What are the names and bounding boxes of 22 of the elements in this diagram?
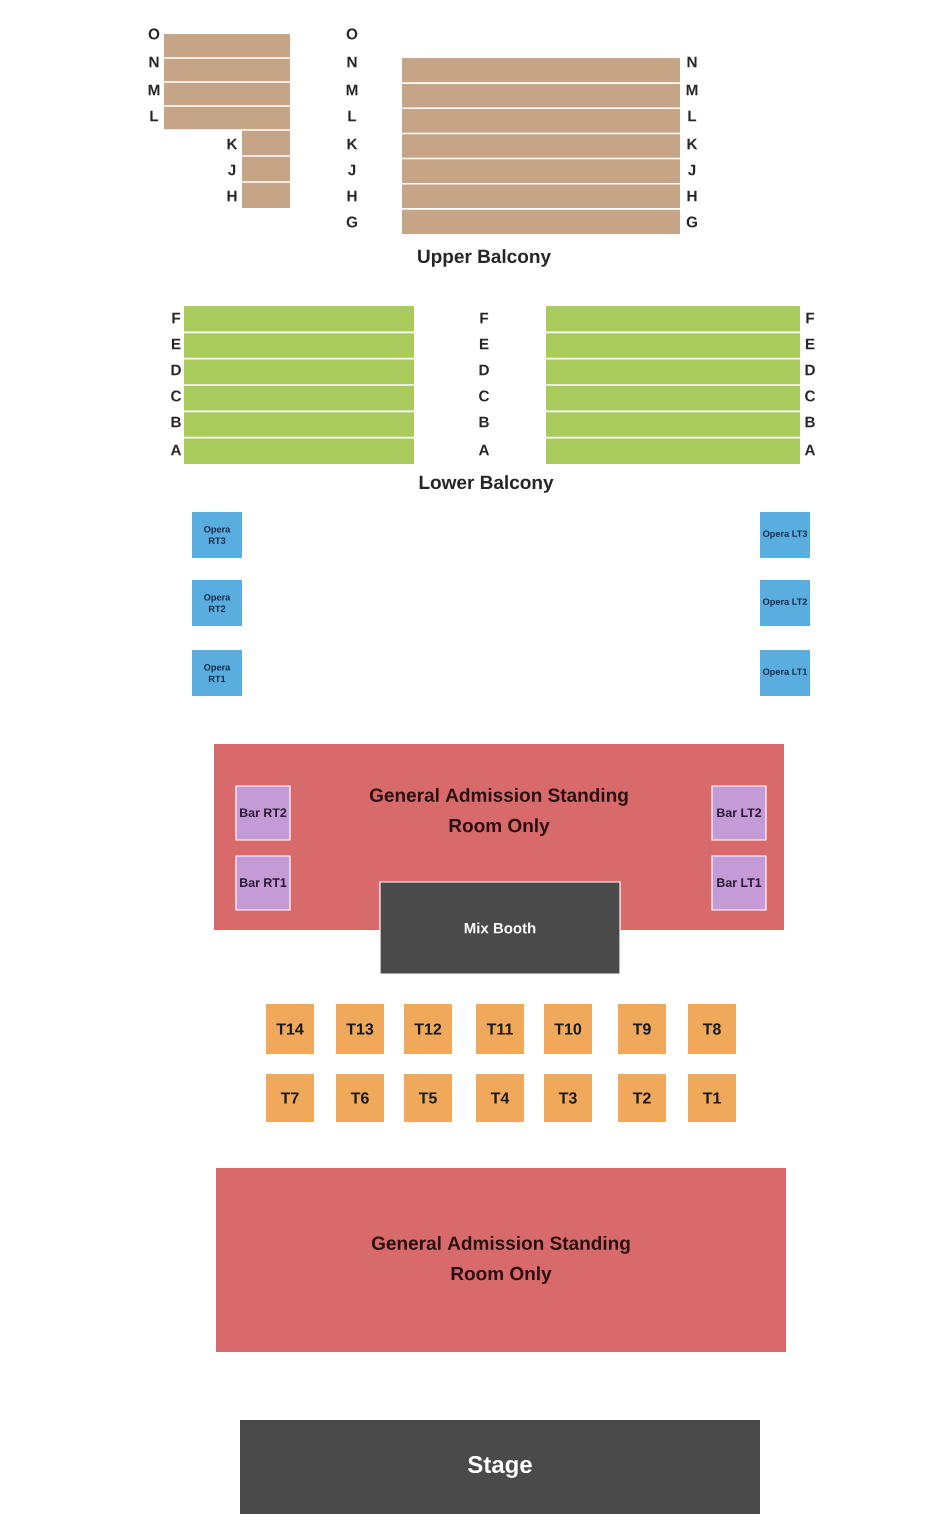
standing-area: General Admission Standing Room Only: [216, 1168, 786, 1352]
table-box: T5: [404, 1074, 452, 1122]
table-box: T12: [404, 1004, 452, 1054]
seating-block: [183, 306, 415, 464]
table-box: T7: [266, 1074, 314, 1122]
section-heading: Upper Balcony: [418, 249, 551, 267]
table-box: T1: [688, 1074, 736, 1122]
table-box: T8: [688, 1004, 736, 1054]
table-box: T3: [544, 1074, 592, 1122]
stage: Stage: [240, 1420, 760, 1514]
section-heading: Lower Balcony: [419, 475, 554, 493]
table-box: T4: [476, 1074, 524, 1122]
table-box: T13: [336, 1004, 384, 1054]
seating-block: [545, 306, 801, 464]
seating-block: [401, 58, 681, 234]
table-box: T9: [618, 1004, 666, 1054]
table-box: T2: [618, 1074, 666, 1122]
table-box: T6: [336, 1074, 384, 1122]
table-box: T14: [266, 1004, 314, 1054]
table-box: T10: [544, 1004, 592, 1054]
seating-block: [163, 34, 291, 208]
table-box: T11: [476, 1004, 524, 1054]
